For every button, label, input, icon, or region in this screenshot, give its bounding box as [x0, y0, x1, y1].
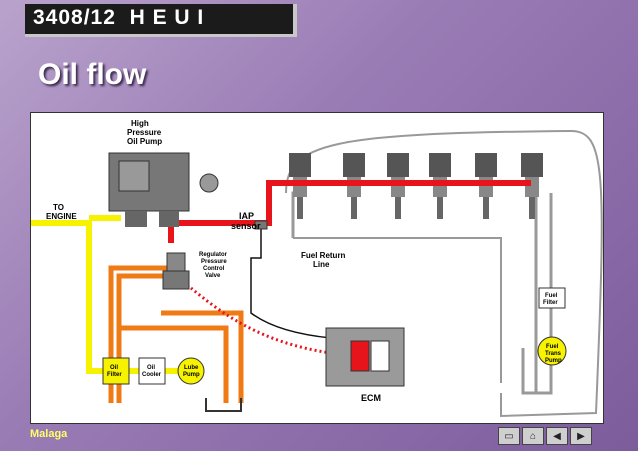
iap-sensor	[254, 220, 268, 230]
label-fuel-trans-3: Pump	[545, 358, 562, 364]
label-oil-filter-2: Filter	[107, 372, 122, 378]
oil-sump	[205, 398, 242, 412]
footer-location: Malaga	[30, 428, 68, 440]
label-ecm: ECM	[361, 393, 381, 403]
label-lube-pump-2: Pump	[183, 372, 200, 378]
slide-navigation: ▭ ⌂ ◀ ▶	[498, 427, 592, 445]
label-fuel-filter-2: Filter	[543, 300, 558, 306]
label-to-engine-1: TO	[53, 203, 64, 212]
next-button[interactable]: ▶	[570, 427, 592, 445]
label-fuel-trans-1: Fuel	[546, 344, 559, 350]
oil-filter-box	[102, 357, 130, 385]
label-high-pressure-pump-2: Pressure	[127, 128, 162, 137]
fuel-filter-box	[538, 287, 566, 309]
fuel-trans-pump-circle	[537, 336, 567, 366]
label-regulator-2: Pressure	[201, 259, 227, 265]
label-regulator-4: Valve	[205, 273, 221, 279]
label-high-pressure-pump-1: High	[131, 119, 149, 128]
regulator-control-wire	[190, 286, 332, 355]
previous-icon: ◀	[553, 430, 561, 442]
label-high-pressure-pump-3: Oil Pump	[127, 137, 162, 146]
high-pressure-pump	[108, 152, 219, 227]
ecm-unit	[325, 327, 405, 387]
return-oil-line-inner	[121, 325, 229, 403]
label-to-engine-2: ENGINE	[46, 212, 77, 221]
oil-cooler-box	[138, 357, 166, 385]
label-oil-filter-1: Oil	[110, 365, 118, 371]
home-button[interactable]: ⌂	[522, 427, 544, 445]
low-pressure-oil-line	[31, 215, 181, 374]
back-button[interactable]: ▭	[498, 427, 520, 445]
next-icon: ▶	[577, 430, 585, 442]
iap-signal-wire	[250, 228, 332, 339]
lube-pump-circle	[177, 357, 205, 385]
label-regulator-1: Regulator	[199, 252, 228, 258]
previous-button[interactable]: ◀	[546, 427, 568, 445]
slide-heading: Oil flow	[38, 58, 147, 91]
label-fuel-return-2: Line	[313, 260, 330, 269]
label-iap-1: IAP	[239, 211, 254, 221]
slide-number-title: 3408/12 H E U I	[33, 6, 205, 29]
label-oil-cooler-1: Oil	[147, 365, 155, 371]
label-fuel-trans-2: Trans	[545, 351, 562, 357]
diagram-svg: High Pressure Oil Pump TO ENGINE IAP sen…	[31, 119, 603, 418]
oil-flow-diagram: High Pressure Oil Pump TO ENGINE IAP sen…	[30, 112, 604, 424]
label-oil-cooler-2: Cooler	[142, 372, 162, 378]
home-icon: ⌂	[529, 430, 537, 442]
label-iap-2: sensor	[231, 221, 261, 231]
regulator-valve	[162, 252, 190, 290]
title-bar: 3408/12 H E U I	[25, 4, 297, 37]
label-fuel-filter-1: Fuel	[545, 293, 558, 299]
high-pressure-oil-line	[168, 180, 531, 243]
back-icon: ▭	[504, 430, 514, 442]
label-lube-pump-1: Lube	[184, 365, 199, 371]
label-fuel-return-1: Fuel Return	[301, 251, 346, 260]
label-regulator-3: Control	[203, 266, 225, 272]
